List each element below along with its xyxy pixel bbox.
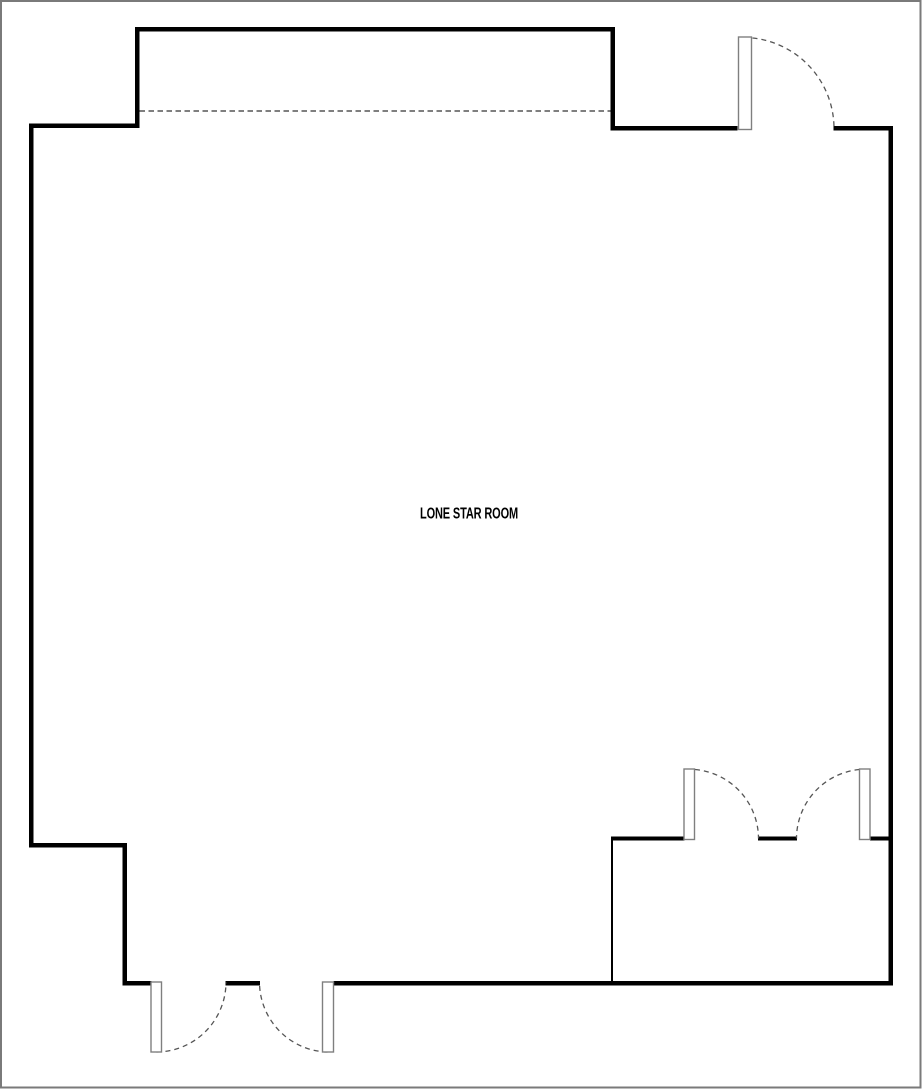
wall-bottom-b bbox=[333, 981, 893, 986]
wall-bottom-center-stub bbox=[225, 981, 260, 986]
wall-alcove-left bbox=[135, 27, 140, 128]
wall-right bbox=[888, 126, 893, 986]
wall-alcove-top bbox=[135, 27, 615, 32]
wall-top-left bbox=[29, 123, 140, 128]
top-right-door-swing-arc bbox=[752, 37, 835, 128]
wall-alcove-right bbox=[610, 27, 615, 131]
wall-notch-a bbox=[611, 836, 685, 841]
bottom-right-right-door-swing-arc bbox=[795, 768, 860, 839]
wall-top-right-a bbox=[610, 126, 738, 131]
top-right-door-leaf bbox=[737, 36, 753, 131]
room-label: LONE STAR ROOM bbox=[420, 506, 518, 523]
wall-left bbox=[29, 123, 34, 848]
bottom-right-left-door-swing-arc bbox=[694, 768, 760, 839]
wall-top-right-b bbox=[833, 126, 893, 131]
bottom-left-left-door-leaf bbox=[150, 981, 163, 1053]
bottom-left-right-door-leaf bbox=[321, 981, 335, 1053]
walls bbox=[29, 27, 893, 986]
wall-step-horizontal bbox=[29, 843, 127, 848]
bottom-left-left-door-swing-arc bbox=[156, 982, 227, 1053]
bottom-right-left-door-leaf bbox=[683, 768, 696, 841]
door-swing-arcs bbox=[156, 37, 860, 1053]
wall-notch-partition bbox=[611, 836, 613, 986]
wall-step-vertical bbox=[122, 843, 127, 986]
door-leaves bbox=[150, 36, 871, 1053]
wall-bottom-a bbox=[122, 981, 152, 986]
bottom-left-right-door-swing-arc bbox=[258, 982, 328, 1053]
bottom-right-right-door-leaf bbox=[858, 768, 871, 841]
wall-notch-center-stub bbox=[758, 836, 797, 841]
wall-notch-b bbox=[870, 836, 893, 841]
